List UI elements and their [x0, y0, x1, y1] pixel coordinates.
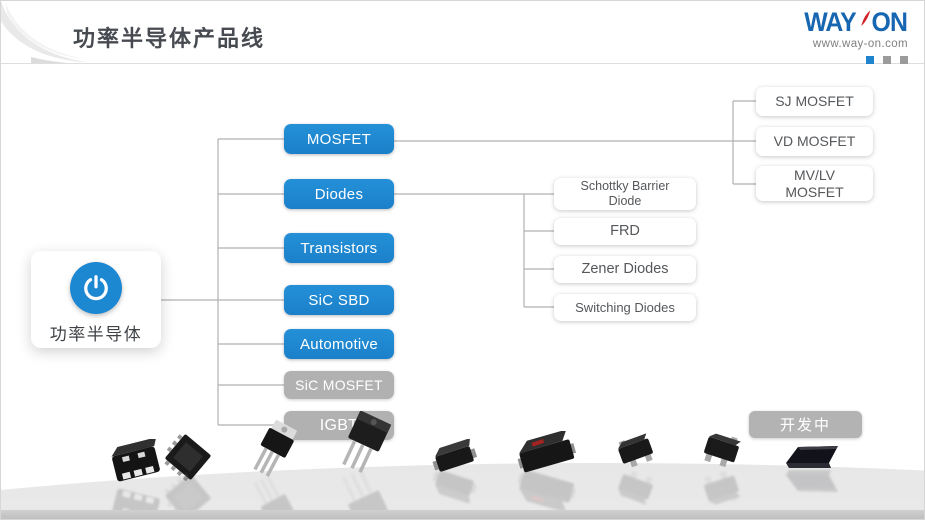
logo-squares-decoration — [802, 56, 908, 64]
smb-package-icon — [428, 439, 480, 503]
node-diodes[interactable]: Diodes — [284, 179, 394, 209]
logo-red-swoosh-icon — [860, 10, 871, 27]
root-node-power-semiconductor: 功率半导体 — [31, 251, 161, 348]
page-title: 功率半导体产品线 — [73, 26, 266, 51]
to247-package-icon — [329, 411, 399, 519]
node-frd: FRD — [554, 218, 696, 245]
node-zener-diodes: Zener Diodes — [554, 256, 696, 283]
root-node-label: 功率半导体 — [49, 325, 143, 344]
node-sic-mosfet[interactable]: SiC MOSFET — [284, 371, 394, 399]
node-sj-mosfet: SJ MOSFET — [756, 87, 873, 116]
header-divider — [1, 63, 924, 64]
to220-package-icon — [242, 418, 306, 519]
node-schottky-barrier-diode: Schottky Barrier Diode — [554, 178, 696, 210]
node-mosfet[interactable]: MOSFET — [284, 124, 394, 154]
bottom-bar — [1, 510, 924, 519]
qfn-package-icon — [160, 433, 216, 519]
status-badge-in-development: 开发中 — [749, 411, 862, 438]
wayon-logo: WAY ON www.way-on.com — [802, 9, 908, 64]
sot23b-package-icon — [696, 429, 746, 509]
power-icon — [70, 262, 122, 314]
dfn-flat-package-icon — [780, 443, 842, 495]
node-transistors[interactable]: Transistors — [284, 233, 394, 263]
smc-package-icon — [513, 431, 579, 511]
corner-swoosh-decoration — [1, 1, 93, 64]
node-sic-sbd[interactable]: SiC SBD — [284, 285, 394, 315]
logo-text-on: ON — [871, 7, 907, 37]
node-switching-diodes: Switching Diodes — [554, 294, 696, 321]
node-mvlv-mosfet: MV/LV MOSFET — [756, 166, 873, 201]
node-vd-mosfet: VD MOSFET — [756, 127, 873, 156]
node-automotive[interactable]: Automotive — [284, 329, 394, 359]
logo-text-way: WAY — [804, 7, 857, 37]
logo-url: www.way-on.com — [812, 38, 908, 50]
sot23-package-icon — [610, 431, 662, 507]
